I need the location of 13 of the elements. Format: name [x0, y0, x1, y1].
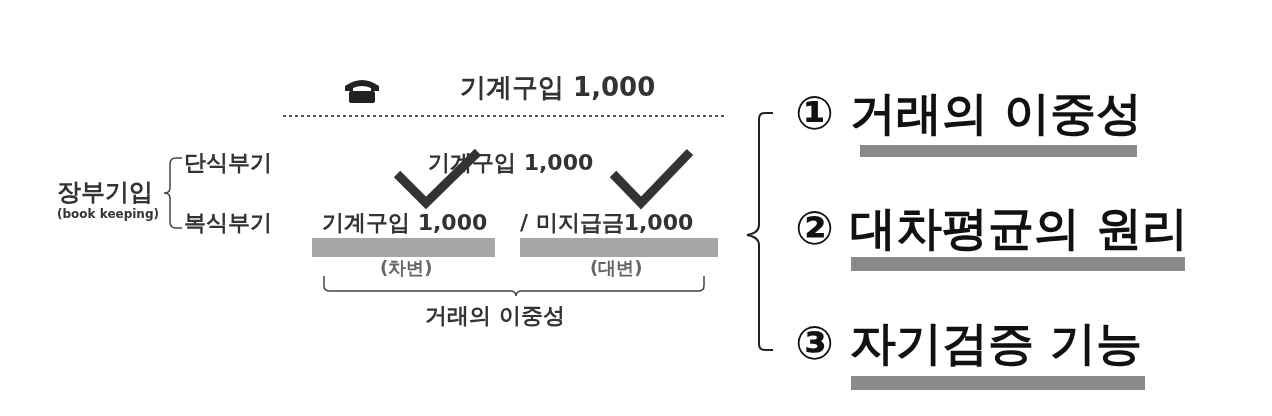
- side-label: (대변): [590, 259, 643, 277]
- entry-text: / 미지급금1,000: [520, 212, 694, 234]
- heading-text: 기계구입 1,000: [460, 74, 656, 100]
- category-text: 단식부기: [184, 152, 272, 174]
- principle-text: ③ 자기검증 기능: [795, 320, 1142, 366]
- side-label: (차변): [380, 259, 433, 277]
- principle-text: ① 거래의 이중성: [795, 90, 1142, 136]
- heading-text: 장부기입: [57, 180, 153, 204]
- principle-text: ② 대차평균의 원리: [795, 205, 1188, 251]
- category-text: 복식부기: [184, 212, 272, 234]
- subtitle-text: (book keeping): [57, 208, 159, 220]
- caption-text: 거래의 이중성: [425, 305, 565, 327]
- entry-text: 기계구입 1,000: [322, 212, 488, 234]
